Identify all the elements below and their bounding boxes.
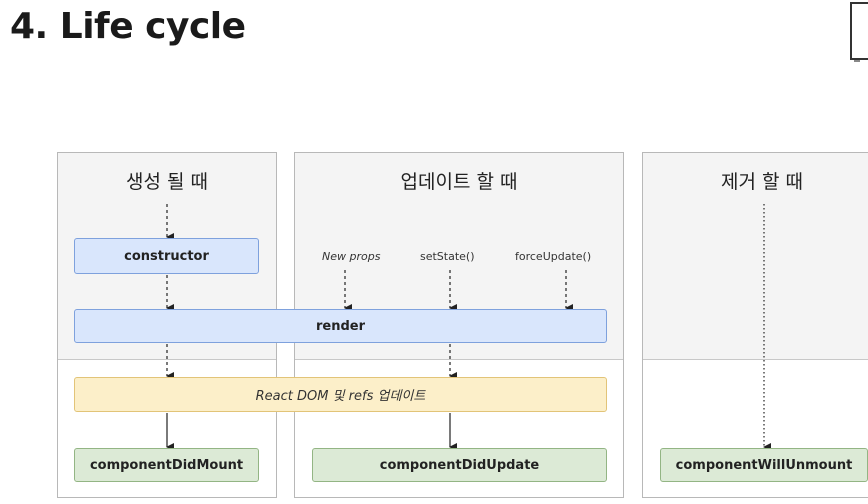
panel-unmount-title: 제거 할 때: [721, 171, 803, 193]
component-will-unmount-box: componentWillUnmount: [660, 448, 868, 482]
corner-thumbnail-caption: [854, 60, 860, 62]
panel-update-title: 업데이트 할 때: [400, 171, 518, 193]
panel-unmount: 제거 할 때: [642, 152, 868, 498]
render-box: render: [74, 309, 607, 343]
component-did-mount-box: componentDidMount: [74, 448, 259, 482]
constructor-box: constructor: [74, 238, 259, 274]
slide-title: 4. Life cycle: [10, 6, 246, 47]
corner-thumbnail: [850, 2, 868, 60]
trigger-force-update: forceUpdate(): [515, 250, 592, 263]
panel-unmount-top: [643, 153, 868, 360]
trigger-set-state: setState(): [420, 250, 475, 263]
component-did-update-box: componentDidUpdate: [312, 448, 607, 482]
trigger-new-props: New props: [322, 250, 381, 263]
panel-mount-title: 생성 될 때: [126, 171, 208, 193]
react-dom-update-box: React DOM 및 refs 업데이트: [74, 377, 607, 412]
